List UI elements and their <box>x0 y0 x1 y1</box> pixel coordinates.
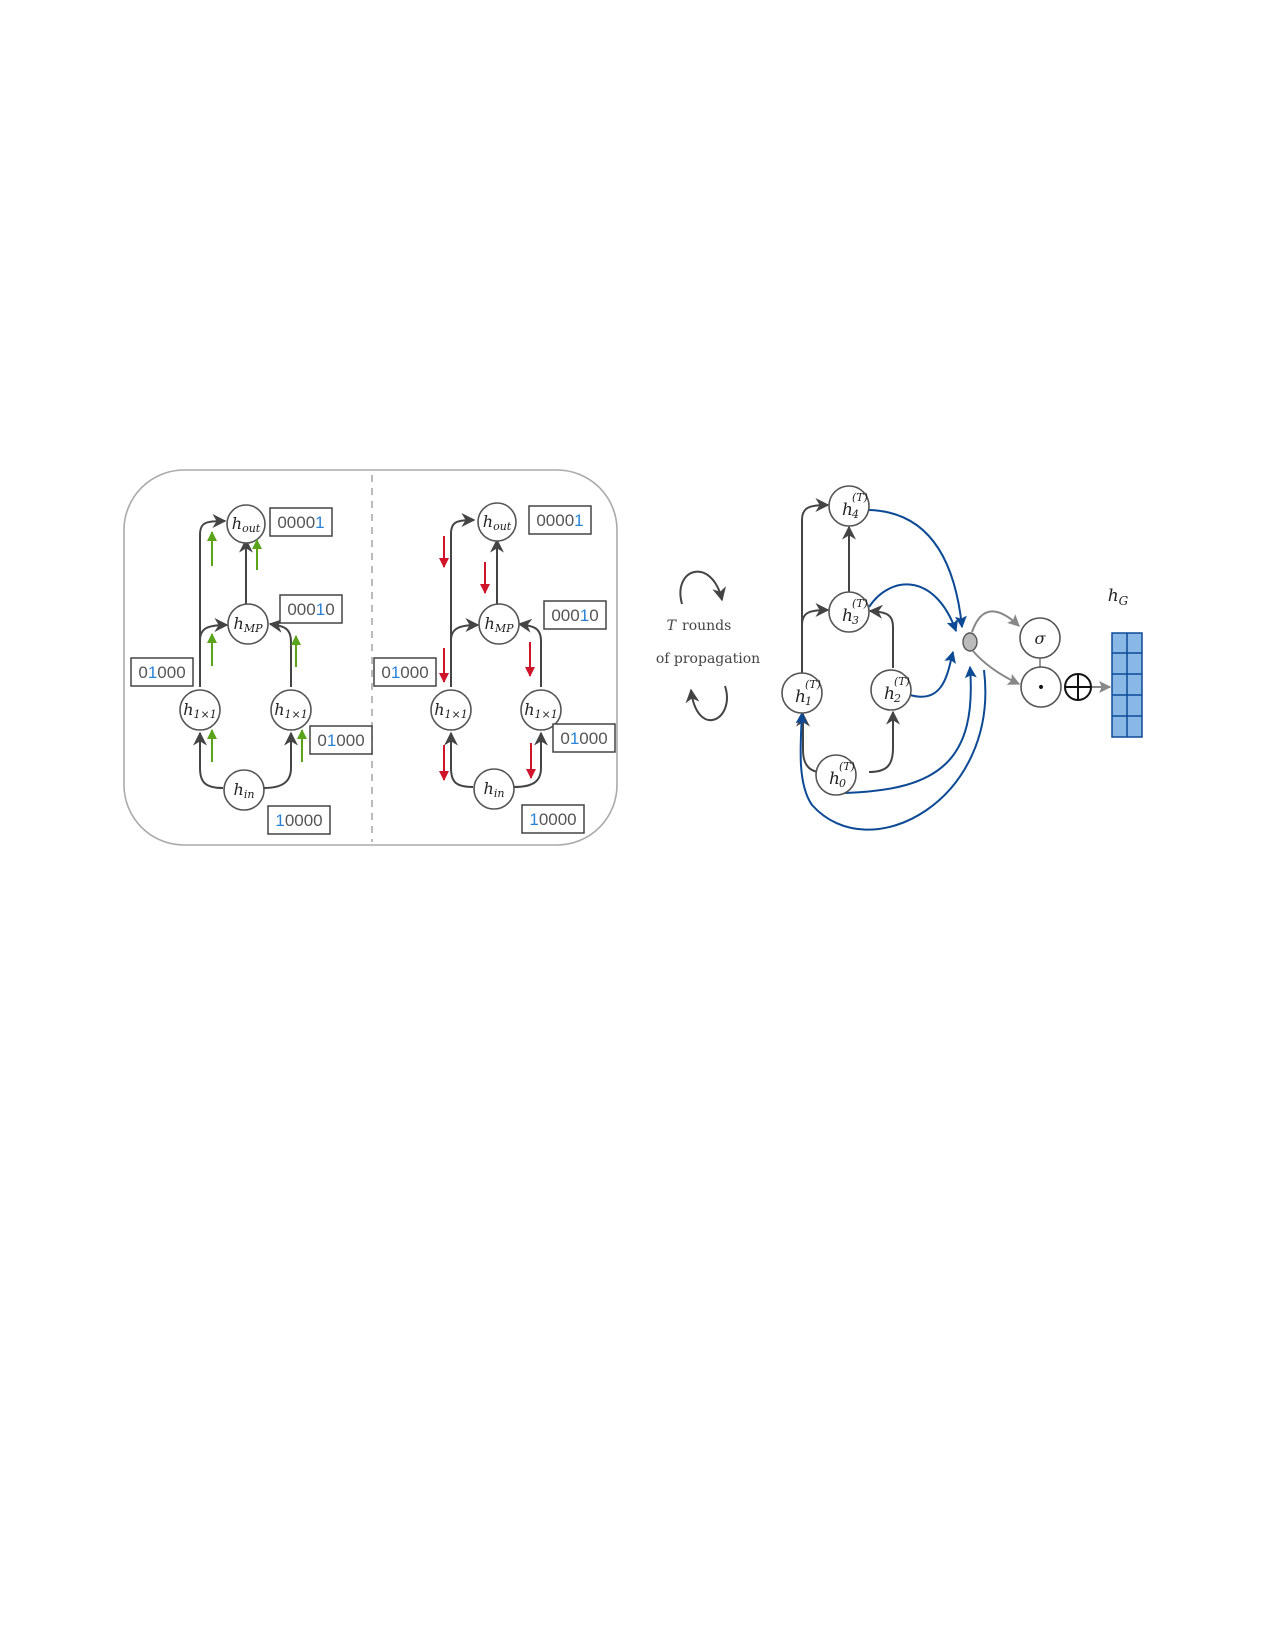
svg-text:h1×1: h1×1 <box>434 700 468 721</box>
edge-in-c2 <box>513 731 548 788</box>
node-h3: h (T) 3 <box>828 591 870 633</box>
code-box-in: 10000 <box>267 805 331 835</box>
svg-text:00001: 00001 <box>277 513 324 532</box>
svg-text:h1×1: h1×1 <box>524 700 558 721</box>
svg-text:2: 2 <box>893 692 901 705</box>
code-box-mp: 00010 <box>543 600 607 630</box>
svg-text:00010: 00010 <box>551 606 598 625</box>
svg-text:σ: σ <box>1035 629 1047 648</box>
edge-c1-mp <box>450 618 480 687</box>
edge-h0-h2 <box>868 710 900 773</box>
svg-text:10000: 10000 <box>529 810 576 829</box>
svg-text:01000: 01000 <box>381 663 428 682</box>
edge-c1-out <box>199 514 227 687</box>
edge-c1-out <box>450 513 476 687</box>
code-box-out: 00001 <box>528 505 592 535</box>
svg-text:10000: 10000 <box>275 811 322 830</box>
node-h-in: hin <box>223 769 265 811</box>
svg-text:01000: 01000 <box>138 663 185 682</box>
svg-text:h: h <box>795 687 806 707</box>
edge-in-c1 <box>444 731 474 788</box>
output-label: hG <box>1108 586 1129 608</box>
code-box-c1: 01000 <box>373 657 437 687</box>
svg-text:hout: hout <box>483 512 512 533</box>
svg-text:4: 4 <box>851 508 859 521</box>
svg-text:1: 1 <box>805 695 812 708</box>
edge-c1-mp <box>199 618 229 687</box>
svg-text:hMP: hMP <box>485 614 515 635</box>
svg-text:0: 0 <box>839 777 846 790</box>
node-h1: h (T) 1 <box>781 672 823 714</box>
propagation-label-line2: of propagation <box>656 651 760 667</box>
svg-text:(T): (T) <box>852 597 868 610</box>
edge-in-c1 <box>193 731 224 789</box>
svg-text:h1×1: h1×1 <box>274 700 308 721</box>
aggregation-node <box>962 632 978 652</box>
svg-text:(T): (T) <box>805 678 821 691</box>
edge-in-c2 <box>263 731 298 789</box>
node-h-1x1-left: h1×1 <box>430 689 472 731</box>
code-box-c2: 01000 <box>309 725 373 755</box>
node-h-in: hin <box>473 768 515 810</box>
edge-c2-mp <box>517 618 542 687</box>
svg-text:01000: 01000 <box>317 731 364 750</box>
edge-agg-sigma <box>971 610 1020 633</box>
svg-text:h: h <box>884 684 895 704</box>
loop-arrow-bottom <box>685 685 728 722</box>
node-h-mp: hMP <box>478 603 520 645</box>
svg-text:00010: 00010 <box>287 600 334 619</box>
readout-graph: h (T) 4 h (T) 3 h (T) 1 h (T) 2 h (T) 0 <box>781 485 1143 831</box>
svg-text:hMP: hMP <box>234 614 264 635</box>
node-h4: h (T) 4 <box>828 485 870 527</box>
svg-text:hin: hin <box>234 780 255 801</box>
readout-edge-h1 <box>795 669 987 831</box>
svg-text:•: • <box>1037 680 1045 696</box>
readout-edge-h3 <box>868 583 959 633</box>
svg-text:(T): (T) <box>839 760 855 773</box>
readout-edge-h4 <box>868 509 967 629</box>
code-box-mp: 00010 <box>279 594 343 624</box>
node-h0: h (T) 0 <box>815 754 857 796</box>
loop-arrow-top <box>679 570 727 605</box>
svg-text:h: h <box>829 769 840 789</box>
cell-frame <box>123 469 618 846</box>
svg-text:(T): (T) <box>894 675 910 688</box>
svg-text:(T): (T) <box>852 491 868 504</box>
edge-h1-h3 <box>801 603 830 673</box>
readout-edge-h2 <box>909 650 956 698</box>
product-op: • <box>1020 666 1062 708</box>
readout-edge-h0 <box>844 665 977 794</box>
left-cell-panel: hout hMP h1×1 h1×1 hin 00001 00010 <box>130 504 373 835</box>
code-box-out: 00001 <box>269 507 333 537</box>
output-vector <box>1111 632 1143 738</box>
edge-h2-h3 <box>868 604 894 668</box>
sigma-gate: σ <box>1019 617 1061 659</box>
svg-text:hout: hout <box>232 514 261 535</box>
svg-text:hin: hin <box>484 779 505 800</box>
code-box-in: 10000 <box>521 804 585 834</box>
right-cell-panel: hout hMP h1×1 h1×1 hin 00001 00010 010 <box>373 502 616 834</box>
svg-text:h1×1: h1×1 <box>183 700 217 721</box>
svg-text:h: h <box>842 606 853 626</box>
edge-h1-h4 <box>801 498 830 673</box>
code-box-c2: 01000 <box>552 723 616 753</box>
node-h-1x1-right: h1×1 <box>520 689 562 731</box>
svg-text:00001: 00001 <box>536 511 583 530</box>
node-h-1x1-left: h1×1 <box>179 689 221 731</box>
code-box-c1: 01000 <box>130 657 194 687</box>
node-h-out: hout <box>226 504 266 544</box>
edge-agg-product <box>972 650 1021 685</box>
svg-text:h: h <box>842 500 853 520</box>
node-h-mp: hMP <box>227 603 269 645</box>
svg-text:3: 3 <box>852 614 859 627</box>
edge-c2-mp <box>268 618 292 687</box>
node-h2: h (T) 2 <box>870 669 912 711</box>
sum-op-icon <box>1064 673 1092 701</box>
node-h-1x1-right: h1×1 <box>270 689 312 731</box>
svg-text:01000: 01000 <box>560 729 607 748</box>
node-h-out: hout <box>477 502 517 542</box>
